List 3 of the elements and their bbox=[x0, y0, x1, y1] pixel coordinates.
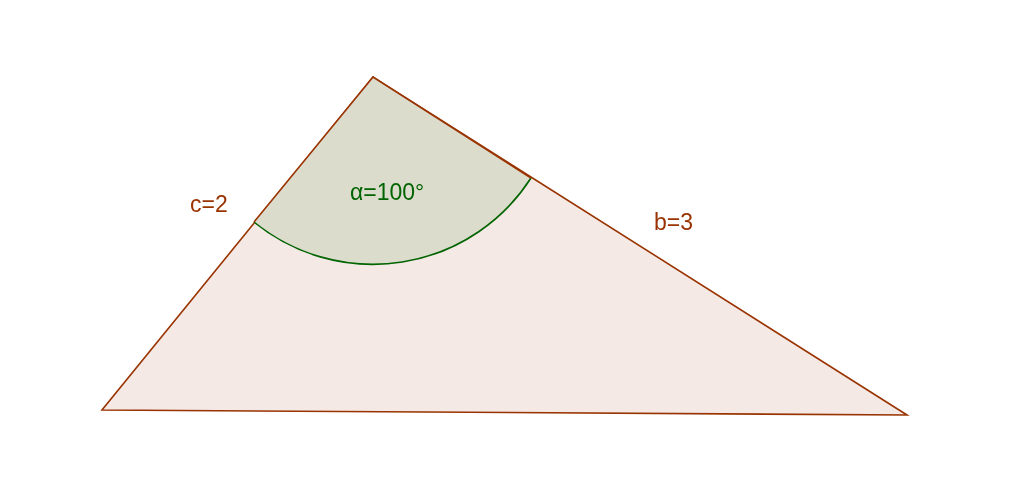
angle-label: α=100° bbox=[350, 181, 425, 204]
side-label: b=3 bbox=[654, 211, 693, 234]
side-label: c=2 bbox=[190, 193, 228, 216]
